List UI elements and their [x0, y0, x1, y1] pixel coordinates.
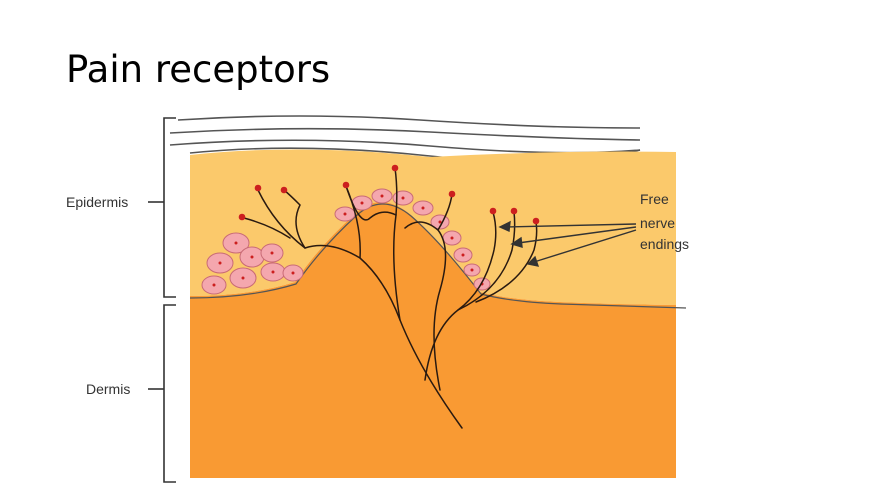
- free-nerve-endings-label-line1: Free: [640, 191, 669, 207]
- dermis-label: Dermis: [86, 381, 130, 397]
- pointer-arrows: [498, 220, 637, 267]
- layer-brackets: [148, 117, 176, 483]
- free-nerve-ending-dots: [238, 164, 540, 225]
- epidermis-layer: [190, 149, 676, 305]
- dermal-boundary-line: [189, 203, 687, 309]
- nerve-fibers: [243, 167, 538, 429]
- free-nerve-endings-label-line2: nerve: [640, 215, 675, 231]
- epidermis-label: Epidermis: [66, 194, 128, 210]
- free-nerve-endings-label-line3: endings: [640, 236, 689, 252]
- cell-nuclei: [212, 194, 484, 287]
- dermis-layer: [190, 202, 676, 478]
- slide-title: Pain receptors: [66, 48, 331, 91]
